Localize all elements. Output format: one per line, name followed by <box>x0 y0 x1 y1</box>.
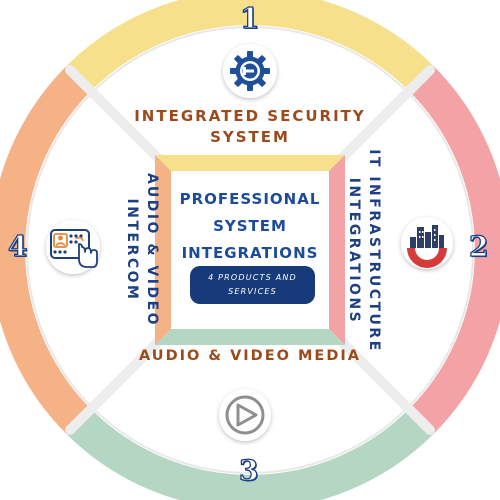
intercom-icon <box>46 220 100 274</box>
frame-top <box>155 155 345 171</box>
play-icon <box>219 389 271 441</box>
frame-right <box>329 155 345 345</box>
label-line: IT INFRASTRUCTURE <box>366 149 382 353</box>
gear-security-icon <box>223 44 277 98</box>
section-number-1: 1 <box>239 1 260 35</box>
label-line: INTEGRATED SECURITY <box>134 107 366 125</box>
ring-segment-bottom <box>66 408 434 500</box>
center-title-line: INTEGRATIONS <box>181 244 319 262</box>
label-audio-video-media: AUDIO & VIDEO MEDIA <box>139 348 361 364</box>
label-it-infrastructure: IT INFRASTRUCTURE INTEGRATIONS <box>344 149 384 353</box>
label-audio-video-intercom: AUDIO & VIDEO INTERCOM <box>122 173 162 327</box>
ring-segment-left <box>0 66 92 434</box>
label-line: AUDIO & VIDEO <box>144 172 160 328</box>
label-integrated-security: INTEGRATED SECURITY SYSTEM <box>120 106 380 148</box>
ring-segment-top <box>66 0 434 92</box>
center-title-line: PROFESSIONAL <box>179 190 321 208</box>
ring-segment-right <box>408 66 500 434</box>
section-number-4: 4 <box>7 229 28 263</box>
badge-line: 4 PRODUCTS AND <box>208 273 297 282</box>
label-line: INTEGRATIONS <box>346 177 362 325</box>
frame-left <box>155 155 171 345</box>
city-infrastructure-icon <box>401 217 453 269</box>
products-services-badge: 4 PRODUCTS AND SERVICES <box>190 266 315 304</box>
label-line: INTERCOM <box>124 198 140 302</box>
frame-bottom <box>155 329 345 345</box>
center-title-line: SYSTEM <box>213 217 287 235</box>
label-line: SYSTEM <box>210 128 290 146</box>
center-title: PROFESSIONAL SYSTEM INTEGRATIONS <box>170 186 330 267</box>
section-number-2: 2 <box>468 229 489 263</box>
center-frame <box>155 155 345 345</box>
section-number-3: 3 <box>238 453 259 487</box>
badge-line: SERVICES <box>228 287 277 296</box>
diagonal-separators <box>65 65 435 435</box>
